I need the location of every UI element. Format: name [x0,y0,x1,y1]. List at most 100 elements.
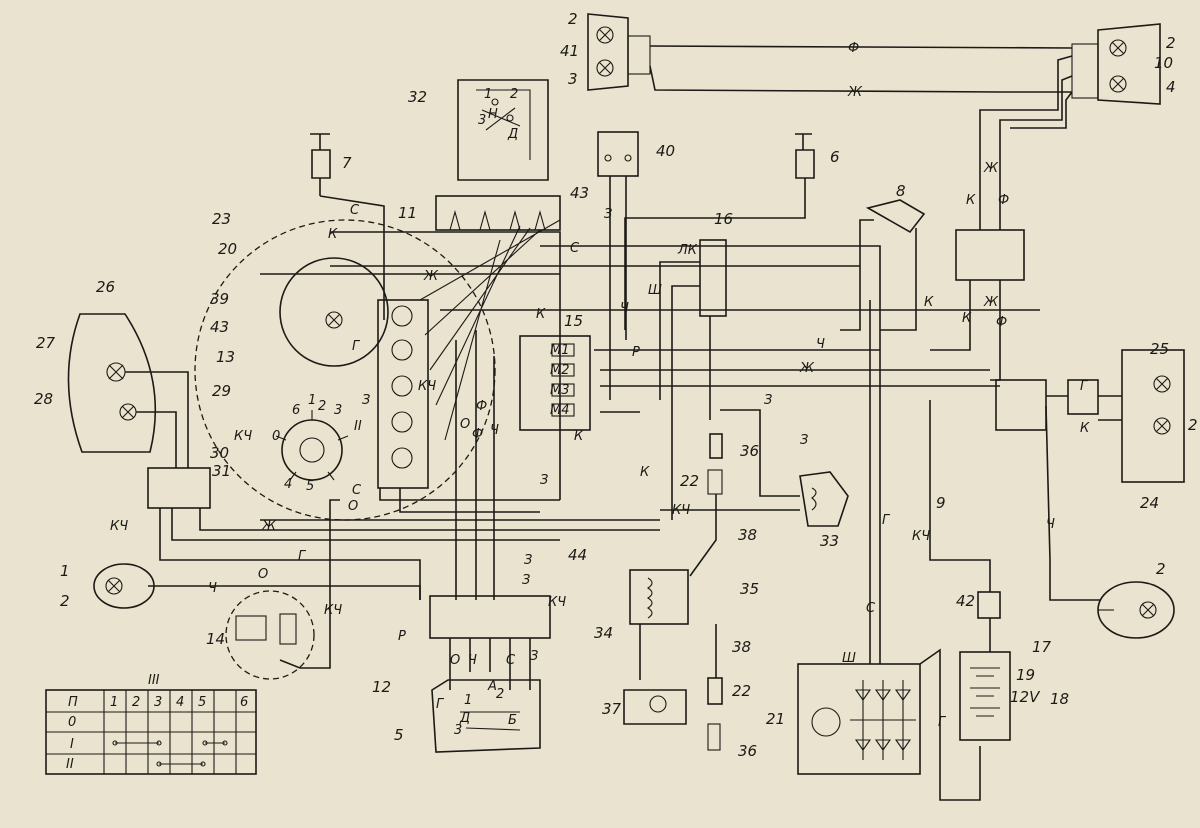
svg-text:Р: Р [398,629,406,644]
svg-text:Ж: Ж [847,85,863,100]
label-15: 15 [564,312,583,330]
svg-text:3: 3 [334,403,342,418]
switch-position-table [45,689,257,775]
label-21: 21 [766,710,785,728]
svg-text:1: 1 [484,87,492,102]
ignition-switch-31 [275,410,349,481]
battery-voltage: 12V [1010,688,1041,706]
svg-text:Ж: Ж [983,295,999,310]
label-43: 43 [570,184,589,202]
svg-text:О: О [348,499,358,514]
label-43: 43 [210,318,229,336]
handlebar-switch-5 [431,679,541,753]
svg-text:А: А [487,679,497,694]
svg-text:З: З [764,393,772,408]
label-36: 36 [738,742,757,760]
label-44: 44 [568,546,587,564]
label-3: 3 [568,70,578,88]
svg-text:3: 3 [454,723,462,738]
horn-button-40 [597,131,639,400]
label-40: 40 [656,142,675,160]
svg-text:II: II [66,757,74,772]
svg-text:М2: М2 [550,363,570,378]
svg-text:КЧ: КЧ [672,503,690,518]
flasher-relay-14 [225,499,340,680]
svg-text:Ж: Ж [423,269,439,284]
label-38: 38 [732,638,751,656]
svg-text:2: 2 [318,399,326,414]
rear-brake-switch-8 [840,199,926,331]
svg-text:0: 0 [272,429,280,444]
svg-text:З: З [604,207,612,222]
svg-text:Ш: Ш [648,283,662,298]
label-22: 22 [680,472,699,490]
label-1: 1 [60,562,70,580]
label-19: 19 [1016,666,1035,684]
label-2: 2 [1188,416,1198,434]
connector-block-left [147,467,660,600]
label-33: 33 [820,532,839,550]
svg-text:К: К [328,227,338,242]
svg-text:КЧ: КЧ [110,519,128,534]
headlight-26 [67,313,189,468]
ignition-coil-35 [629,569,689,680]
svg-text:Ч: Ч [468,653,477,668]
svg-text:III: III [148,673,160,688]
svg-text:5: 5 [198,695,206,710]
svg-text:Ч: Ч [490,423,499,438]
svg-text:З: З [530,649,538,664]
fuse-switch-42 [929,400,1001,652]
svg-text:К: К [640,465,650,480]
svg-text:Ш: Ш [842,651,856,666]
svg-text:Ж: Ж [983,161,999,176]
svg-text:С: С [352,483,362,498]
label-34: 34 [594,624,613,642]
svg-text:4: 4 [284,477,292,492]
svg-text:С: С [570,241,580,256]
svg-text:О: О [450,653,460,668]
label-25: 25 [1150,340,1169,358]
connector-block-right [930,229,1025,381]
svg-text:Ж: Ж [799,361,815,376]
label-2: 2 [1166,34,1176,52]
svg-text:Ф: Ф [998,193,1009,208]
spark-plug-36-top [689,433,723,577]
label-2: 2 [568,10,578,28]
svg-text:Ф: Ф [472,427,483,442]
generator-rectifier-21 [797,300,981,801]
svg-text:М3: М3 [550,383,570,398]
svg-text:5: 5 [306,479,314,494]
label-35: 35 [740,580,759,598]
label-28: 28 [34,390,53,408]
svg-text:Р: Р [632,345,640,360]
switch-labels: II 0 1 6 3 4 5 2 1 2 3 Н Д 1 2 3 Д Б А М… [272,87,570,738]
svg-text:Ф: Ф [476,399,487,414]
svg-text:КЧ: КЧ [548,595,566,610]
breaker-37 [623,689,687,725]
label-5: 5 [394,726,404,744]
connector-block-top [435,195,561,231]
horn-33 [660,409,849,527]
svg-text:П: П [68,695,78,710]
svg-text:З: З [524,553,532,568]
svg-text:Ч: Ч [1046,517,1055,532]
svg-text:Ч: Ч [620,301,629,316]
label-2: 2 [60,592,70,610]
svg-text:Г: Г [1080,379,1089,394]
svg-text:II: II [354,419,362,434]
label-13: 13 [216,348,235,366]
label-38: 38 [738,526,757,544]
svg-text:2: 2 [510,87,518,102]
svg-text:4: 4 [176,695,184,710]
speedometer-39 [279,257,389,367]
svg-text:1: 1 [110,695,118,710]
svg-text:6: 6 [292,403,300,418]
svg-text:Г: Г [938,715,947,730]
svg-text:К: К [966,193,976,208]
label-37: 37 [602,700,622,718]
label-14: 14 [206,630,225,648]
svg-text:Ф: Ф [848,41,859,56]
label-24: 24 [1140,494,1159,512]
fuse-block-15 [519,335,591,431]
